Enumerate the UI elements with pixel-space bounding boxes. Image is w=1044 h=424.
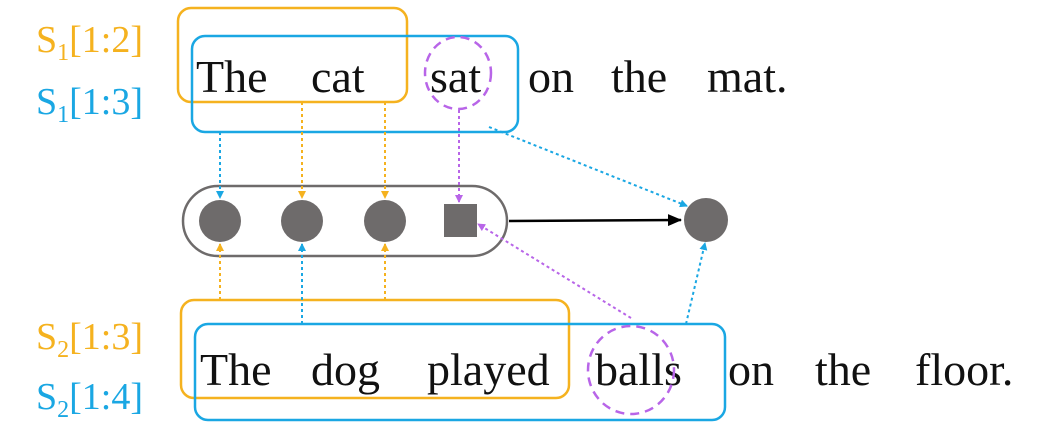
s2-word-7: floor.: [915, 344, 1013, 395]
s1-span-box-1-3: [190, 34, 520, 134]
s1-word-1: The: [196, 51, 268, 102]
arrow-s1-blue-to-output: [488, 126, 688, 208]
s1-highlight-sat: [423, 35, 493, 111]
s2-word-4: balls: [595, 344, 682, 395]
node-square: [444, 204, 477, 237]
node-circle-3: [364, 200, 406, 242]
label-s2-1-3: S2[1:3]: [36, 316, 143, 363]
s2-highlight-balls: [586, 324, 676, 416]
representation-pill: [181, 184, 509, 258]
s1-span-box-1-2: [176, 6, 409, 104]
s2-word-2: dog: [311, 344, 380, 395]
s2-word-6: the: [815, 344, 871, 395]
s1-word-3: sat: [430, 51, 481, 102]
s2-word-3: played: [427, 344, 550, 395]
node-circle-1: [199, 200, 241, 242]
s2-word-1: The: [200, 344, 272, 395]
s2-span-box-1-3: [179, 298, 571, 400]
s1-word-2: cat: [311, 51, 365, 102]
output-node: [684, 198, 728, 242]
node-circle-2: [281, 200, 323, 242]
s1-word-6: mat.: [707, 51, 787, 102]
label-s1-1-2: S1[1:2]: [36, 19, 143, 66]
arrow-to-output: [508, 214, 682, 227]
s2-word-5: on: [728, 344, 774, 395]
s2-span-box-1-4: [193, 322, 727, 422]
s1-word-4: on: [528, 51, 574, 102]
label-s1-1-3: S1[1:3]: [36, 81, 143, 128]
label-s2-1-4: S2[1:4]: [36, 376, 143, 423]
s1-word-5: the: [611, 51, 667, 102]
arrow-s2-purple-to-square: [477, 223, 632, 319]
arrow-s2-blue-to-output: [685, 242, 708, 325]
